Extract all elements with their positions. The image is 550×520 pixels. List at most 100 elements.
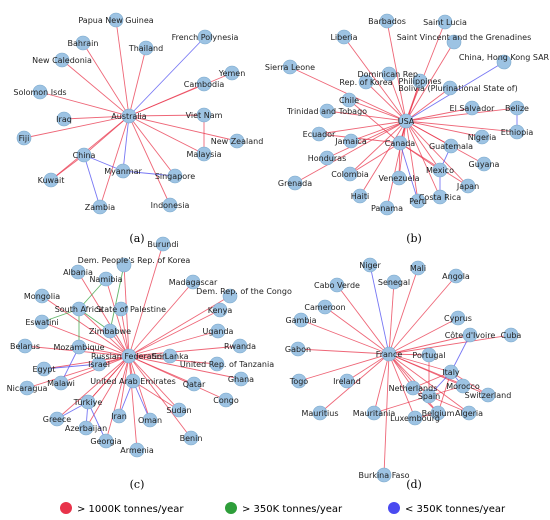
node-label-united-rep-of-tanzania: United Rep. of Tanzania (180, 360, 274, 369)
node-label-georgia: Georgia (90, 437, 121, 446)
edge-usa-nigeria (405, 120, 483, 138)
edge-russian-federation-azerbaijan (85, 355, 130, 429)
node-kenya (212, 302, 228, 318)
edge-russian-federation-mongolia (41, 295, 130, 357)
node-label-spain: Spain (418, 392, 440, 401)
node-label-gambia: Gambia (285, 316, 316, 325)
node-indonesia (162, 197, 178, 213)
node-el-salvador (464, 100, 480, 116)
edge-russian-federation-congo (128, 355, 227, 401)
node-benin (183, 430, 199, 446)
edge-russian-federation-namibia (105, 278, 130, 357)
edge-france-cote-d-ivoire (388, 334, 471, 355)
node-belize (509, 100, 525, 116)
node-label-mauritius: Mauritius (302, 409, 339, 418)
legend-red-swatch (60, 502, 72, 514)
node-portugal (421, 347, 437, 363)
edge-canada-chile (348, 99, 401, 144)
node-label-south-africa: South Africa (55, 305, 104, 314)
node-cuba (503, 327, 519, 343)
node-label-togo: Togo (289, 377, 309, 386)
node-trinidad-and-tobago (319, 103, 335, 119)
edge-united-arab-emirates-sudan (132, 380, 180, 411)
edge-australia-thailand (128, 47, 147, 117)
edge-france-mauritius (319, 353, 390, 414)
node-venezuela (391, 170, 407, 186)
node-morocco (455, 378, 471, 394)
node-label-israel: Israel (88, 360, 110, 369)
edge-canada-peru (399, 142, 419, 202)
node-guyana (476, 156, 492, 172)
edge-russian-federation-state-of-palestine (120, 308, 130, 357)
node-label-dem-people-s-rep-of-korea: Dem. People's Rep. of Korea (78, 256, 191, 265)
node-label-switzerland: Switzerland (465, 391, 512, 400)
node-label-liberia: Liberia (330, 33, 357, 42)
node-label-myanmar: Myanmar (104, 167, 142, 176)
node-new-zealand (229, 133, 245, 149)
legend-green-swatch (225, 502, 237, 514)
node-russian-federation (121, 348, 137, 364)
edge-russian-federation-armenia (128, 355, 138, 451)
node-label-japan: Japan (456, 182, 479, 191)
node-label-armenia: Armenia (120, 446, 154, 455)
node-cabo-verde (329, 277, 345, 293)
node-label-namibia: Namibia (89, 275, 122, 284)
edge-canada-japan (399, 142, 469, 187)
node-french-polynesia (197, 29, 213, 45)
legend: > 1000K tonnes/year > 350K tonnes/year <… (60, 502, 506, 515)
edge-usa-haiti (359, 120, 407, 197)
node-label-haiti: Haiti (351, 192, 370, 201)
node-ecuador (311, 126, 327, 142)
node-label-mauritania: Mauritania (353, 409, 396, 418)
node-label-bolivia-plurinational-state-of: Bolivia (Plurinational State of) (398, 84, 518, 93)
node-label-state-of-palestine: State of Palestine (96, 305, 166, 314)
edge-france-cameroon (324, 306, 390, 355)
edge-usa-trinidad-and-tobago (326, 110, 407, 122)
edge-russian-federation-eswatini (41, 321, 130, 357)
node-label-trinidad-and-tobago: Trinidad and Tobago (286, 107, 367, 116)
legend-green-label: > 350K tonnes/year (242, 504, 343, 515)
node-ireland (339, 373, 355, 389)
node-label-nigeria: Nigeria (468, 133, 497, 142)
edge-france-mauritania (373, 353, 390, 414)
node-state-of-palestine (113, 301, 129, 317)
node-congo (218, 392, 234, 408)
legend-blue-label: < 350K tonnes/year (405, 504, 506, 515)
edge-usa-grenada (294, 120, 407, 184)
node-label-malawi: Malawi (47, 379, 75, 388)
node-label-new-zealand: New Zealand (211, 137, 264, 146)
node-label-cambodia: Cambodia (184, 80, 225, 89)
edge-france-senegal (388, 281, 395, 355)
node-united-arab-emirates (125, 373, 141, 389)
edge-france-spain (388, 353, 430, 397)
node-grenada (287, 175, 303, 191)
node-label-canada: Canada (385, 139, 416, 148)
node-label-benin: Benin (180, 434, 203, 443)
edge-france-cyprus (388, 317, 459, 355)
node-label-guatemala: Guatemala (429, 142, 473, 151)
node-label-qatar: Qatar (183, 380, 206, 389)
edge-usa-jamaica (350, 120, 407, 142)
node-label-mali: Mali (410, 264, 426, 273)
node-nigeria (474, 129, 490, 145)
node-label-niger: Niger (359, 261, 381, 270)
node-netherlands (405, 380, 421, 396)
node-label-zambia: Zambia (85, 203, 115, 212)
node-togo (291, 373, 307, 389)
nodes: Dem. People's Rep. of KoreaAlbaniaBurund… (7, 236, 292, 458)
node-dem-people-s-rep-of-korea (116, 257, 132, 273)
node-zambia (92, 199, 108, 215)
edge-russian-federation-uganda (128, 330, 219, 357)
node-label-turkiye: Türkiye (73, 398, 103, 407)
node-label-cyprus: Cyprus (444, 314, 472, 323)
edge-france-italy (388, 353, 452, 373)
node-label-zimbabwe: Zimbabwe (89, 327, 131, 336)
edge-myanmar-singapore (122, 170, 176, 177)
node-label-burkina-faso: Burkina Faso (358, 471, 409, 480)
edge-australia-zambia (99, 115, 130, 208)
legend-blue-swatch (388, 502, 400, 514)
node-oman (142, 412, 158, 428)
node-philippines (412, 73, 428, 89)
edge-australia-iraq (63, 115, 130, 120)
